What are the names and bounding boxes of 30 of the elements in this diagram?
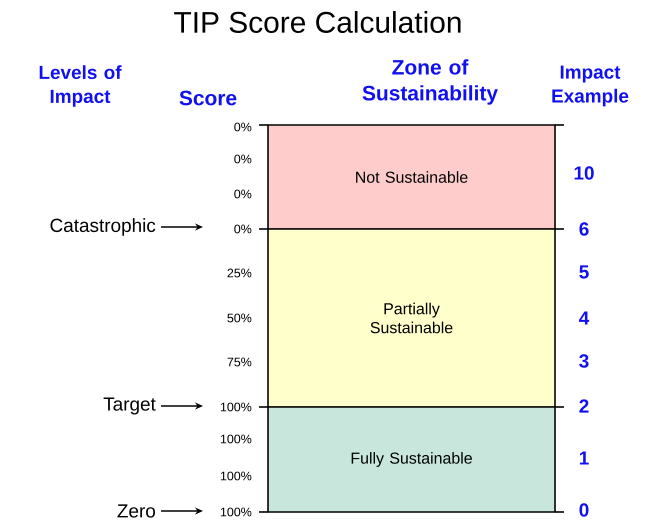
score-value: 0%	[234, 190, 252, 198]
column-header: Zone of Sustainability	[362, 59, 498, 105]
impact-number: 0	[580, 503, 588, 517]
score-value: 0%	[234, 122, 252, 132]
score-value: 0%	[234, 224, 252, 234]
score-value: 50%	[227, 314, 252, 322]
zone-box: Not Sustainable	[267, 124, 556, 230]
impact-number: 1	[580, 452, 589, 464]
zone-box: Fully Sustainable	[267, 406, 556, 513]
score-value: 100%	[220, 472, 252, 480]
impact-number: 10	[574, 166, 594, 180]
score-value: 100%	[220, 434, 252, 444]
score-value: 100%	[220, 402, 252, 412]
score-value: 75%	[228, 358, 252, 366]
column-header: Levels of Impact	[40, 65, 122, 107]
column-header: Score	[180, 90, 236, 106]
title: TIP Score Calculation	[174, 11, 461, 33]
score-value: 100%	[220, 508, 252, 516]
impact-number: 3	[579, 354, 589, 368]
level-label: Target	[104, 398, 156, 414]
impact-number: 5	[579, 265, 589, 279]
level-label: Catastrophic	[50, 218, 156, 236]
zone-box: Partially Sustainable	[267, 228, 556, 408]
score-value: 0%	[234, 154, 252, 164]
score-value: 25%	[228, 268, 252, 278]
impact-number: 4	[579, 312, 590, 324]
column-header: Impact Example	[552, 66, 628, 106]
impact-number: 2	[579, 399, 588, 413]
level-label: Zero	[117, 504, 156, 518]
impact-number: 6	[579, 222, 589, 236]
